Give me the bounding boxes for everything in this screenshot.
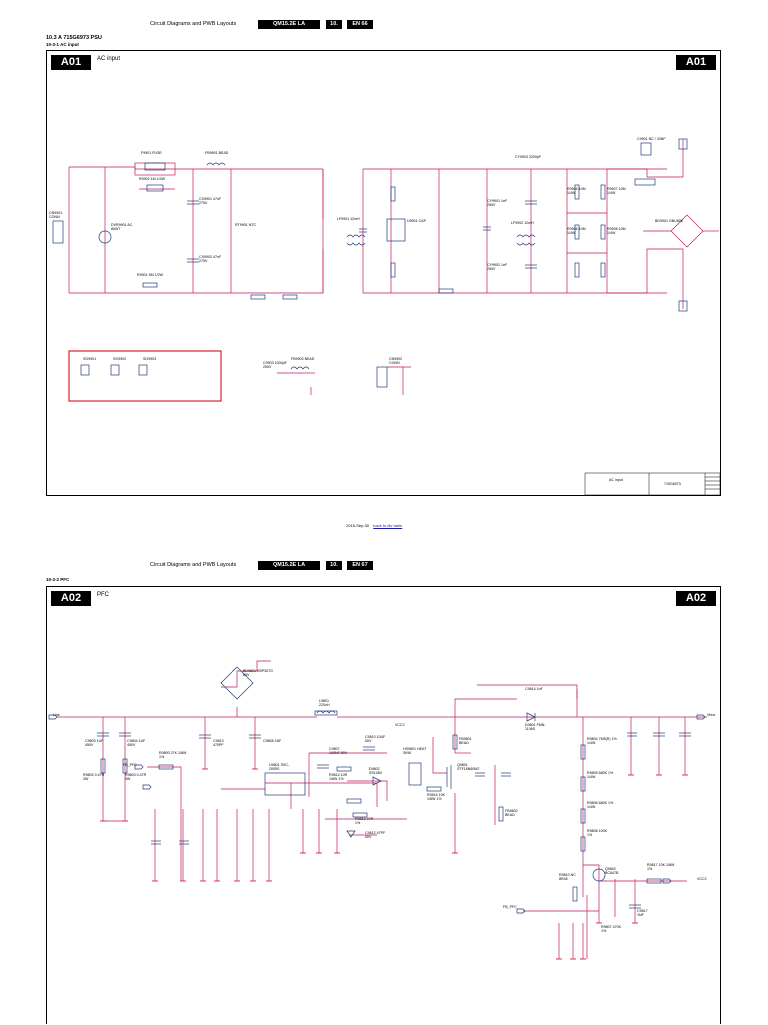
label-bd9801: BD9801 KBP307G 80V [243,669,273,677]
label-r9901: R9901 5M 1/2W [137,273,163,277]
label-lf9902: LF9902 12mH [511,221,534,225]
label-c9813: C9813 470PF [213,739,224,747]
net-vcc2: VCC2 [697,877,707,881]
title-block-name: AC input [609,478,623,482]
label-fb9802: FB9802 BEAD [505,809,518,817]
label-u9901: U9901 CAP [407,219,426,223]
page-number-chip-2: EN 67 [347,561,373,570]
label-d9802: D9802 SS1060 [369,767,382,775]
label-r9907: R9907 10M 1/4W [607,187,626,195]
label-cy9901: CY9901 1nF 250V [487,199,508,207]
page-header-1: Circuit Diagrams and PWB Layouts QM15.2E… [0,20,768,32]
label-r9803: R9803 0.47R 3W [125,773,147,781]
ac-input-schematic [52,138,721,496]
label-cy9902: CY9902 1nF 250V [487,263,508,271]
label-cn9901: CN9901 CONN [49,211,63,219]
label-r9806: R9806 680K 1% 1/4W [587,801,614,809]
label-u9801: U9801 SSC-2005S [269,763,290,771]
section-heading: 10.3 A 715G6973 PSU [46,35,102,41]
net-fb-pfc-2: FB_PFC [123,763,137,767]
label-c9807: C9807 100NF 50V [329,747,348,755]
chapter-chip-2: 10. [326,561,342,570]
net-vbus: Vbus [707,713,716,717]
chapter-chip: 10. [326,20,342,29]
model-chip-2: QM15.2E LA [258,561,320,570]
label-bd9901: BD9901 GBU808 [655,219,683,223]
schematic-frame-a02: A02 PFC A02 [46,586,721,1024]
footer-date: 2015-Sep-30 back to div table [346,523,403,528]
label-r9812: R9812 47R 1% [355,817,374,825]
label-cn9902: CN9902 CONN [389,357,403,365]
sheet-tag-right: A01 [676,55,716,70]
label-sg9902: SG9902 [113,357,127,361]
label-sg9903: SG9903 [143,357,157,361]
label-fuse: F9901 FUSE [141,151,162,155]
sheet-title-2: PFC [97,592,109,598]
label-dvr9901: DVR9901 AC 80W7 [111,223,133,231]
label-c9817: C9817 1NF [637,909,648,917]
label-r9817: R9817 10K 1/8W 1% [647,863,675,871]
net-line: Line [53,713,60,717]
label-lf9901: LF9901 12mH [337,217,360,221]
label-r9906: R9906 10M 1/4W [567,227,586,235]
label-r9807: R9807 470K 1% [601,925,621,933]
label-c9901: C9901 NC / 33NF [637,137,666,141]
net-fb-pfc: FB_PFC [503,905,517,909]
label-r9805: R9805 680K 1% 1/4W [587,771,614,779]
pfc-schematic [48,660,707,960]
model-chip: QM15.2E LA [258,20,320,29]
label-r9802: R9802 0.47R 3W [83,773,105,781]
label-l9801: L9801 220uH [319,699,330,707]
label-c9812: C9812 47PF 50V [365,831,386,839]
label-c9814: C9814 1nF [525,687,543,691]
label-c9808: C9808 1NF [263,739,282,743]
label-fb9902: FB9902 BEAD [291,357,315,361]
label-r9908: R9908 10M 1/4W [607,227,626,235]
label-cy9903: CY9903 2200pF [515,155,542,159]
label-cx9901: CX9901 47nF 275V [199,197,222,205]
sheet-tag-left: A01 [51,55,91,70]
header-title-2: Circuit Diagrams and PWB Layouts [150,562,237,568]
label-r9905: R9905 10M 1/4W [567,187,586,195]
label-r9810: R9810 NC 8R45 [559,873,576,881]
label-r9800: R9800 27K 1/8W 1% [159,751,187,759]
label-c9804: C9804 1UF 450V [127,739,146,747]
schematic-frame-a01: A01 AC input A01 [46,50,721,496]
label-q9801: Q9801 STF18N60M2 [457,763,480,771]
label-r9814: R9814 10R 1/8W 1% [329,773,348,781]
sheet-title: AC input [97,56,121,62]
label-d9801: D9801 FMN-1106S [525,723,546,731]
back-link[interactable]: back to div table [373,523,403,528]
label-fb9801: FB9801 BEAD [459,737,472,745]
label-r9804: R9804 7M5(R) 1% 1/4W [587,737,617,745]
subsection-heading-2: 10-3-2 PFC [46,577,70,582]
sheet-tag-right-2: A02 [676,591,716,606]
title-block-number: 715G6973 [664,482,681,486]
subsection-heading: 10-3-1 AC input [46,42,79,47]
label-fb9901: FB9901 BEAD [205,151,229,155]
sheet-tag-left-2: A02 [51,591,91,606]
label-cx9902: CX9902 47nF 275V [199,255,222,263]
net-vcc2-2: VCC2 [395,723,405,727]
label-r9808: R9808 100K 1% [587,829,607,837]
label-c9810: C9810 10UF 50V [365,735,386,743]
label-c9803: C9803 1UF 450V [85,739,104,747]
label-r9902: R9902 1M 1/2W [139,177,165,181]
page-number-chip: EN 66 [347,20,373,29]
label-q9802: Q9802 BC847B [605,867,619,875]
header-title: Circuit Diagrams and PWB Layouts [150,21,237,27]
label-r9816: R9816 10K 1/8W 1% [427,793,445,801]
label-sg9901: SG9901 [83,357,97,361]
page-header-2: Circuit Diagrams and PWB Layouts QM15.2E… [0,561,768,573]
label-hs9801: HS9801 HEAT SINK [403,747,427,755]
label-rt9901: RT9901 NTC [235,223,257,227]
label-c9903: C9903 1000pF 250V [263,361,287,369]
